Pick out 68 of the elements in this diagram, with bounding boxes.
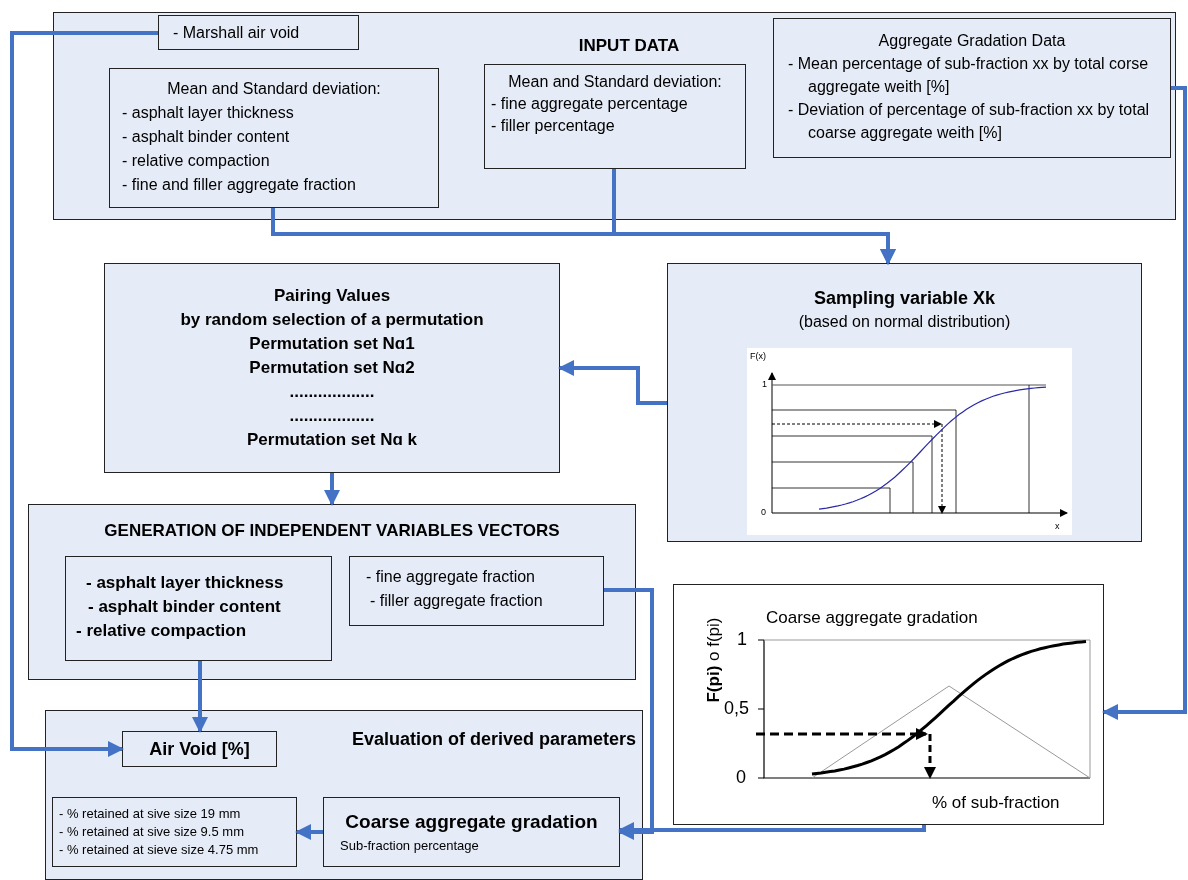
section-panel — [53, 12, 1176, 220]
connector-arrow — [604, 588, 654, 840]
box-text: Permutation set Nɑ k — [245, 429, 418, 451]
box-text: - Deviation of percentage of sub-fraction xx by total coarse aggregate weith [%] — [787, 100, 1151, 143]
box-text: .................. — [288, 405, 376, 427]
box-text: - % retained at sive size 19 mm — [59, 805, 242, 823]
box-text: Mean and Standard deviation: — [507, 72, 723, 92]
box-text: - % retained at sive size 9.5 mm — [59, 823, 245, 841]
process-box — [109, 68, 439, 208]
box-text: - asphalt layer thickness — [86, 572, 285, 594]
box-text: Permutation set Nɑ1 — [248, 333, 416, 355]
section-panel — [28, 504, 636, 680]
connector-arrow — [612, 169, 896, 265]
box-text: - fine aggregate fraction — [366, 567, 536, 587]
process-box — [484, 64, 746, 169]
box-text: by random selection of a permutation — [179, 309, 485, 331]
connector-arrow — [192, 661, 208, 733]
box-title: Sampling variable Xk — [812, 287, 997, 310]
section-panel — [45, 710, 643, 880]
box-text: - % retained at sieve size 4.75 mm — [59, 841, 260, 859]
tick-label: 1 — [737, 630, 747, 648]
box-title: Evaluation of derived parameters — [350, 728, 636, 750]
connector-arrow — [1102, 86, 1187, 720]
process-box — [104, 263, 560, 473]
connector-arrow — [295, 824, 323, 840]
box-text: (based on normal distribution) — [797, 312, 1012, 332]
box-text: Sub-fraction percentage — [340, 837, 480, 855]
connector-arrow — [558, 360, 667, 405]
process-box — [122, 731, 277, 767]
box-text: - relative compaction — [122, 151, 271, 171]
process-box — [65, 556, 332, 661]
box-text: Mean and Standard deviation: — [166, 79, 382, 99]
process-box — [349, 556, 604, 626]
box-text: .................. — [288, 381, 376, 403]
process-box — [52, 797, 297, 867]
connector-arrow — [10, 31, 158, 757]
box-text: Permutation set Nɑ2 — [248, 357, 416, 379]
box-title: Pairing Values — [272, 285, 392, 307]
box-text: - asphalt layer thickness — [122, 103, 295, 123]
box-text: - asphalt binder content — [122, 127, 291, 147]
tick-label: 0 — [736, 768, 746, 786]
box-text: - filler aggregate fraction — [370, 591, 544, 611]
box-text: - fine and filler aggregate fraction — [122, 175, 357, 195]
box-text: % of sub-fraction — [932, 792, 1061, 814]
box-text: - asphalt binder content — [88, 596, 282, 618]
process-box — [667, 263, 1142, 542]
connector-arrow — [324, 473, 340, 506]
tick-label: 1 — [762, 380, 767, 389]
box-text: - Mean percentage of sub-fraction xx by total corse aggregate weith [%] — [787, 54, 1150, 97]
process-box — [158, 15, 359, 50]
box-text: - relative compaction — [76, 620, 248, 642]
box-text: F(pi) o f(pi) — [703, 616, 724, 705]
box-text: Air Void [%] — [148, 738, 251, 760]
box-title: INPUT DATA — [577, 35, 681, 57]
box-text: Aggregate Gradation Data — [877, 31, 1067, 51]
tick-label: 0,5 — [724, 699, 750, 717]
box-title: Coarse aggregate gradation — [766, 607, 979, 629]
process-box — [773, 18, 1171, 158]
box-text: - Marshall air void — [173, 23, 301, 43]
axis-label: x — [1055, 522, 1060, 531]
box-text: - filler percentage — [491, 116, 616, 136]
chart-panel — [673, 584, 1104, 825]
axis-label: F(x) — [750, 352, 766, 361]
box-title: GENERATION OF INDEPENDENT VARIABLES VECTORS — [103, 520, 561, 542]
box-text: - fine aggregate percentage — [491, 94, 689, 114]
box-text: Coarse aggregate gradation — [344, 810, 599, 834]
tick-label: 0 — [761, 508, 766, 517]
process-box — [323, 797, 620, 867]
